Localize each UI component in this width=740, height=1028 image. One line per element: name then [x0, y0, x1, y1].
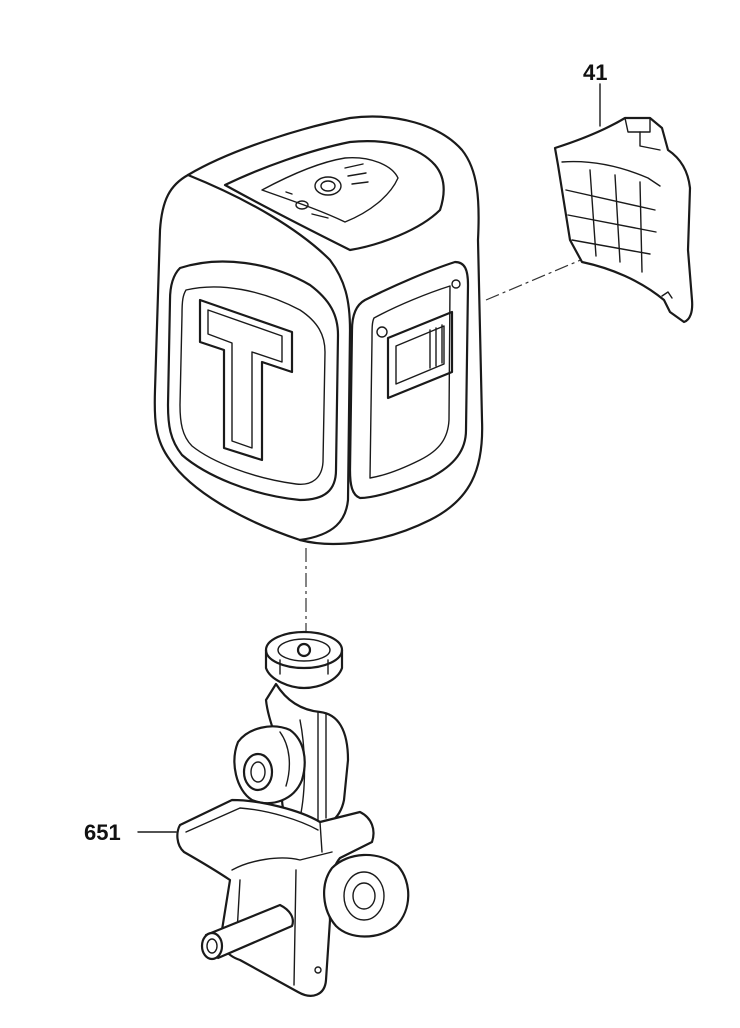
part-number-651: 651 [84, 820, 121, 845]
part-651-clamp [176, 630, 410, 997]
part-number-41: 41 [583, 60, 608, 85]
part-41-cover [553, 116, 694, 324]
laser-level-body [153, 115, 484, 546]
